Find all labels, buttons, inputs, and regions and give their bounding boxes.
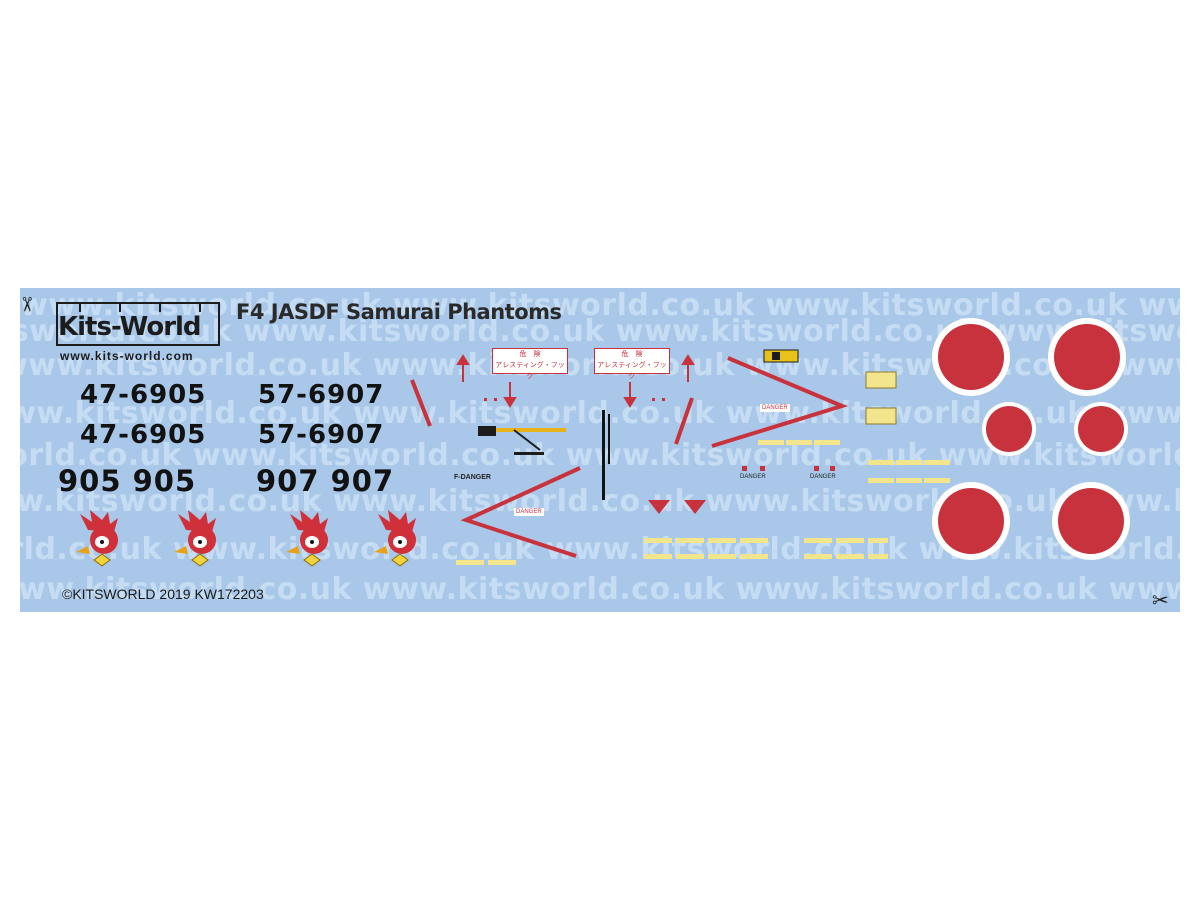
hinomaru-roundel: [1048, 318, 1126, 396]
code-decal: 905 905: [58, 464, 197, 498]
walkway-chevron-decal: [460, 466, 581, 558]
serial-decal: 57-6907: [258, 420, 385, 450]
danger-tag: DANGER: [514, 508, 544, 516]
watermark-row: www.kitsworld.co.uk www.kitsworld.co.uk …: [20, 438, 1180, 473]
watermark-row: www.kitsworld.co.uk www.kitsworld.co.uk …: [20, 484, 1180, 519]
stencil-decals: [410, 349, 950, 565]
sprue-frame-icon: [79, 302, 201, 312]
decal-sheet: www.kitsworld.co.uk www.kitsworld.co.uk …: [20, 288, 1180, 612]
jp-warning-label: 危 険 アレスティング・フック: [492, 348, 568, 380]
scissors-icon: ✂: [1152, 590, 1169, 612]
sheet-title: F4 JASDF Samurai Phantoms: [236, 300, 562, 324]
watermark-row: www.kitsworld.co.uk www.kitsworld.co.uk …: [20, 348, 1180, 383]
yellow-stripe-decal: [456, 440, 950, 565]
woodpecker-mascot-icon: [174, 510, 216, 567]
arrow-decal: [456, 354, 695, 408]
mascot-group: [76, 510, 416, 567]
serial-decal: 47-6905: [80, 420, 207, 450]
red-stripe-decal: [674, 397, 694, 445]
black-stripe-decal: [602, 410, 605, 500]
arresting-hook-decal: [478, 426, 566, 455]
hinomaru-roundel: [932, 318, 1010, 396]
yellow-panel-decal: [865, 371, 897, 425]
stencil-text: F-DANGER: [454, 474, 491, 481]
logo-frame: [56, 302, 220, 346]
code-decal: 907 907: [256, 464, 395, 498]
danger-tag: DANGER: [760, 404, 790, 412]
red-stripe-decal: [410, 379, 432, 427]
walkway-chevron-decal: [711, 356, 848, 448]
woodpecker-mascot-icon: [374, 510, 416, 567]
watermark-row: www.kitsworld.co.uk www.kitsworld.co.uk …: [20, 288, 1180, 323]
warning-badge-mark: [772, 352, 780, 360]
copyright-text: ©KITSWORLD 2019 KW172203: [62, 586, 264, 602]
hinomaru-roundel: [932, 482, 1010, 560]
stencil-text-small: DANGER: [740, 474, 766, 480]
jp-warning-label: 危 険 アレスティング・フック: [594, 348, 670, 380]
serial-decal: 57-6907: [258, 380, 385, 410]
hinomaru-roundel: [982, 402, 1036, 456]
warning-badge-decal: [763, 349, 799, 363]
watermark-row: www.kitsworld.co.uk www.kitsworld.co.uk …: [20, 572, 1180, 607]
hinomaru-roundel: [1074, 402, 1128, 456]
logo-name: Kits-World: [58, 312, 202, 342]
woodpecker-mascot-icon: [286, 510, 328, 567]
intake-warning-decal: [648, 500, 706, 514]
serial-decal: 47-6905: [80, 380, 207, 410]
marker-dots: [484, 398, 835, 471]
stencil-text-small: DANGER: [810, 474, 836, 480]
logo-url: www.kits-world.com: [60, 349, 194, 363]
black-stripe-decal: [608, 414, 610, 464]
hinomaru-roundel: [1052, 482, 1130, 560]
woodpecker-mascot-icon: [76, 510, 118, 567]
